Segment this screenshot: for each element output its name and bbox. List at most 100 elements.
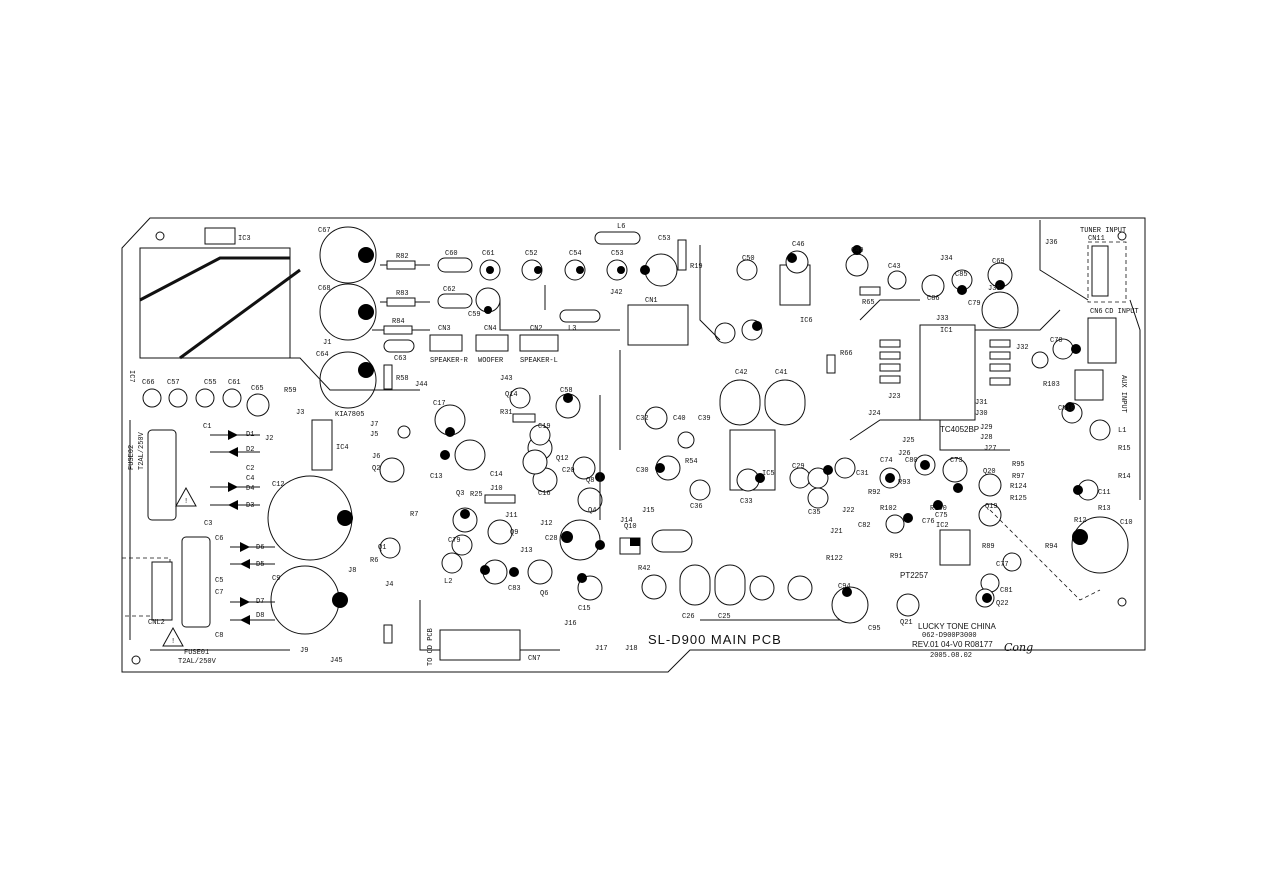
capacitor-c28: C28	[545, 519, 601, 561]
cap-row-bottom: C26 C25 C94 C95 R42 Q10	[619, 523, 881, 633]
svg-text:C52: C52	[525, 250, 538, 258]
svg-text:R65: R65	[862, 299, 875, 307]
svg-text:C7: C7	[215, 589, 223, 597]
svg-text:CN10: CN10	[1058, 405, 1075, 413]
capacitor-c9: C9	[270, 565, 348, 635]
svg-text:C82: C82	[858, 522, 871, 530]
svg-text:C79: C79	[968, 300, 981, 308]
svg-text:TUNER INPUT: TUNER INPUT	[1080, 227, 1126, 235]
svg-text:D2: D2	[246, 446, 254, 454]
svg-text:D4: D4	[246, 485, 254, 493]
svg-text:R125: R125	[1010, 495, 1027, 503]
svg-text:R97: R97	[1012, 473, 1025, 481]
svg-text:C81: C81	[1000, 587, 1013, 595]
svg-text:Q3: Q3	[456, 490, 464, 498]
svg-text:C63: C63	[394, 355, 407, 363]
svg-text:J31: J31	[975, 399, 988, 407]
connector-cnl2: CNL2	[121, 557, 173, 627]
board-revision: REV.01 04-V0 R08177	[912, 640, 993, 649]
svg-text:C30: C30	[636, 467, 649, 475]
svg-text:C79: C79	[448, 537, 461, 545]
svg-text:J3: J3	[296, 409, 304, 417]
svg-text:R14: R14	[1118, 473, 1131, 481]
svg-text:C73: C73	[950, 457, 963, 465]
cap-row-top: C60 C61 C52 C54 C53 C62 C59 C63	[383, 250, 628, 363]
svg-text:R82: R82	[396, 253, 409, 261]
ic7-label: IC7	[127, 370, 135, 383]
svg-text:TC4052BP: TC4052BP	[940, 425, 979, 434]
capacitor-c67: C67	[318, 226, 377, 284]
svg-text:FUSE02: FUSE02	[128, 445, 136, 470]
svg-text:T2AL/250V: T2AL/250V	[178, 658, 217, 666]
svg-text:C85: C85	[955, 271, 968, 279]
svg-text:SPEAKER-R: SPEAKER-R	[430, 357, 469, 365]
svg-text:R66: R66	[840, 350, 853, 358]
svg-text:R122: R122	[826, 555, 843, 563]
svg-text:C31: C31	[856, 470, 869, 478]
svg-text:C8: C8	[215, 632, 223, 640]
svg-text:Q14: Q14	[505, 391, 518, 399]
copper-traces	[129, 220, 1141, 651]
svg-text:R7: R7	[410, 511, 418, 519]
svg-text:R84: R84	[392, 318, 405, 326]
svg-text:!: !	[171, 638, 175, 646]
svg-text:C28: C28	[545, 535, 558, 543]
svg-text:R83: R83	[396, 290, 409, 298]
svg-text:CD INPUT: CD INPUT	[1105, 308, 1139, 316]
svg-text:C86: C86	[927, 295, 940, 303]
svg-text:C11: C11	[1098, 489, 1111, 497]
svg-text:C46: C46	[792, 241, 805, 249]
connector-cn1: CN1	[627, 297, 689, 346]
svg-text:C62: C62	[443, 286, 456, 294]
svg-text:J8: J8	[348, 567, 356, 575]
svg-text:Q2: Q2	[372, 465, 380, 473]
svg-text:CN4: CN4	[484, 325, 497, 333]
svg-text:IC1: IC1	[940, 327, 953, 335]
svg-text:CNL2: CNL2	[148, 619, 165, 627]
svg-text:C12: C12	[272, 481, 285, 489]
svg-text:R58: R58	[396, 375, 409, 383]
svg-text:R91: R91	[890, 553, 903, 561]
svg-text:C70: C70	[1050, 337, 1063, 345]
svg-text:J33: J33	[936, 315, 949, 323]
svg-text:C43: C43	[888, 263, 901, 271]
connector-woofer: CN4 WOOFER	[475, 325, 509, 365]
svg-text:R31: R31	[500, 409, 513, 417]
svg-text:R59: R59	[284, 387, 297, 395]
svg-text:D7: D7	[256, 598, 264, 606]
svg-text:R95: R95	[1012, 461, 1025, 469]
svg-text:J44: J44	[415, 381, 428, 389]
svg-text:C5: C5	[215, 577, 223, 585]
svg-text:AUX INPUT: AUX INPUT	[1119, 375, 1127, 413]
svg-text:IC6: IC6	[800, 317, 813, 325]
svg-text:C50: C50	[742, 255, 755, 263]
svg-text:IC2: IC2	[936, 522, 949, 530]
svg-text:J18: J18	[625, 645, 638, 653]
svg-text:C25: C25	[718, 613, 731, 621]
svg-text:D5: D5	[256, 561, 264, 569]
svg-text:D8: D8	[256, 612, 264, 620]
board-maker: LUCKY TONE CHINA	[918, 622, 996, 631]
svg-text:C32: C32	[636, 415, 649, 423]
connector-speaker-l: CN2 SPEAKER-L	[519, 325, 559, 365]
svg-text:C39: C39	[698, 415, 711, 423]
svg-text:J12: J12	[540, 520, 553, 528]
svg-text:C6: C6	[215, 535, 223, 543]
svg-text:J7: J7	[370, 421, 378, 429]
svg-text:L3: L3	[568, 325, 576, 333]
capacitor-c12: C12	[267, 475, 353, 561]
svg-text:C9: C9	[272, 575, 280, 583]
svg-text:WOOFER: WOOFER	[478, 357, 504, 365]
svg-text:IC5: IC5	[762, 470, 775, 478]
svg-text:J9: J9	[300, 647, 308, 655]
lower-right-block: C74 C80 C73 Q20 Q19 IC2 PT2257 C75 C76 C…	[826, 454, 1101, 627]
svg-text:J21: J21	[830, 528, 843, 536]
svg-text:J24: J24	[868, 410, 881, 418]
svg-text:J30: J30	[975, 410, 988, 418]
svg-text:C64: C64	[316, 351, 329, 359]
svg-text:T2AL/250V: T2AL/250V	[138, 431, 146, 470]
svg-text:C83: C83	[508, 585, 521, 593]
svg-text:J25: J25	[902, 437, 915, 445]
svg-text:C61: C61	[482, 250, 495, 258]
svg-text:Q6: Q6	[540, 590, 548, 598]
